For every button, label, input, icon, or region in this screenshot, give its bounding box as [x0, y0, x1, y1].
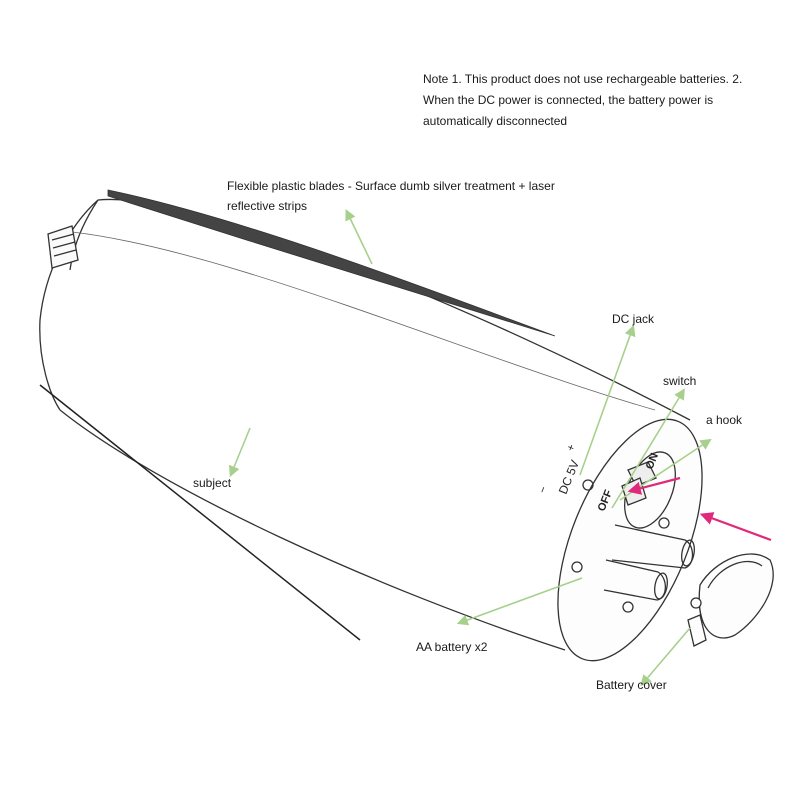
minus-marking: −	[537, 485, 551, 495]
leader-battery-cover	[640, 627, 691, 687]
label-switch: switch	[663, 374, 697, 388]
plus-marking: +	[565, 443, 579, 453]
label-subject: subject	[193, 476, 232, 490]
dc-marking: DC 5V	[556, 458, 582, 496]
insert-arrows	[627, 476, 772, 542]
leader-subject	[228, 427, 251, 478]
label-dc-jack: DC jack	[612, 312, 655, 326]
leader-dc-jack	[579, 324, 636, 476]
insert-arrow-1	[699, 512, 772, 542]
plastic-blade	[107, 189, 556, 337]
note-text: Note 1. This product does not use rechar…	[423, 72, 743, 128]
cylinder-body	[39, 198, 703, 662]
label-aa-battery: AA battery x2	[416, 640, 488, 654]
blade-strip	[39, 384, 361, 641]
label-battery-cover: Battery cover	[596, 678, 667, 692]
leader-switch	[611, 388, 685, 509]
on-marking: ON	[644, 451, 661, 471]
leader-aa-battery	[456, 577, 583, 626]
label-hook: a hook	[706, 413, 743, 427]
insert-arrow-2	[627, 476, 681, 495]
battery-cover-part	[687, 553, 774, 647]
leader-lines	[228, 208, 712, 687]
leader-blades	[345, 208, 373, 265]
label-plastic-blades: Flexible plastic blades - Surface dumb s…	[227, 179, 555, 213]
